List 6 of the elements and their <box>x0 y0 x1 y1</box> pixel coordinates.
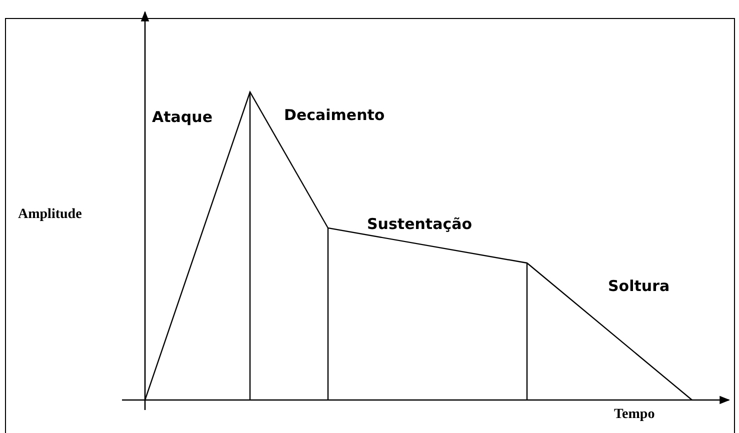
phase-label: Soltura <box>608 279 670 294</box>
phase-label: Sustentação <box>367 217 472 232</box>
phase-label: Ataque <box>152 110 212 125</box>
phase-label: Decaimento <box>284 108 385 123</box>
axis-label: Amplitude <box>18 208 82 222</box>
axis-label: Tempo <box>614 408 655 422</box>
